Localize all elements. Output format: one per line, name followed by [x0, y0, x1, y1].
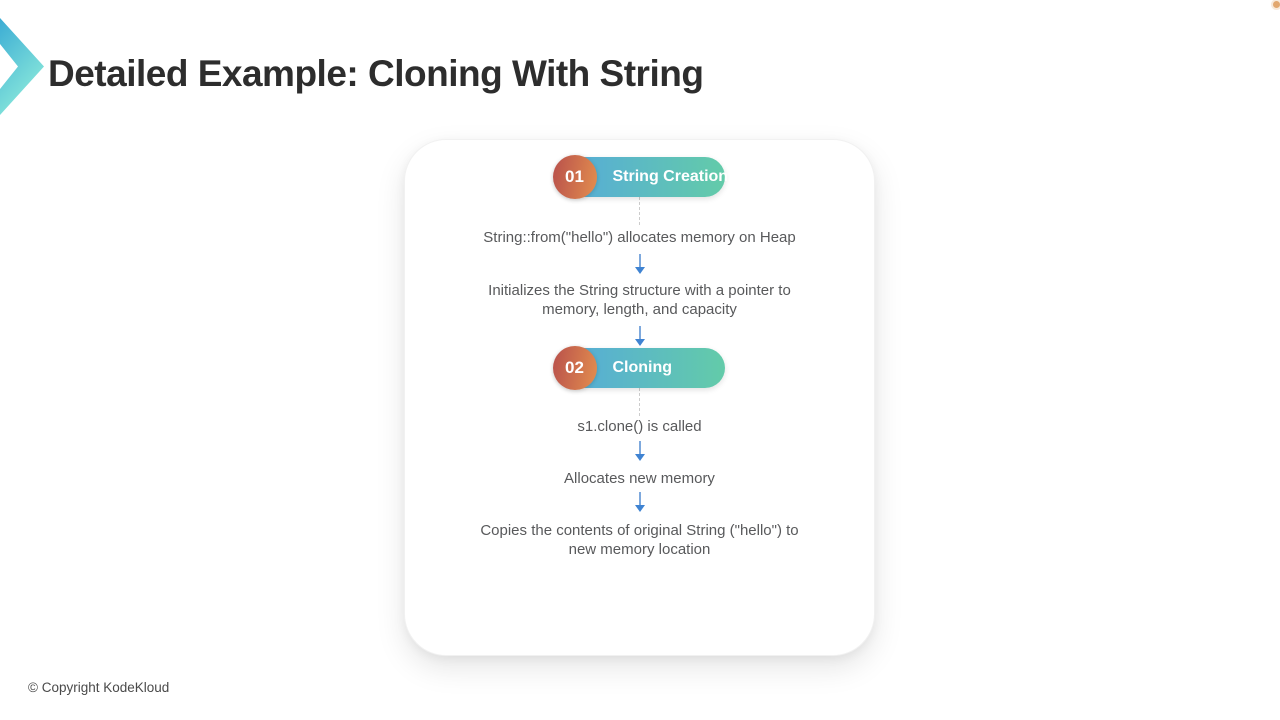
step-pill-string-creation: 01 String Creation [552, 155, 728, 199]
arrow-head [634, 339, 645, 346]
step-number-badge: 01 [552, 155, 597, 199]
step-number-badge: 02 [552, 346, 597, 390]
corner-dot [1273, 1, 1280, 8]
step-label: Cloning [612, 359, 673, 376]
arrow-head [634, 267, 645, 274]
chevron-decoration-icon [0, 18, 44, 115]
copyright-footer: © Copyright KodeKloud [28, 680, 170, 695]
arrow-down-icon [634, 254, 645, 274]
arrow-line [638, 326, 641, 340]
flow-text: Allocates new memory [564, 470, 715, 487]
arrow-line [638, 441, 641, 455]
flow-card: 01 String Creation String::from("hello")… [404, 139, 875, 656]
arrow-down-icon [634, 492, 645, 512]
arrow-line [638, 492, 641, 506]
flow-text: Initializes the String structure with a … [488, 282, 791, 318]
dashed-connector [639, 388, 640, 416]
arrow-down-icon [634, 441, 645, 461]
flow-text: Copies the contents of original String (… [480, 522, 799, 558]
step-pill-cloning: 02 Cloning [552, 346, 725, 390]
dashed-connector [639, 197, 640, 225]
step-label: String Creation [612, 168, 729, 185]
arrow-head [634, 505, 645, 512]
arrow-down-icon [634, 326, 645, 346]
page-title: Detailed Example: Cloning With String [48, 53, 704, 94]
flow-text: String::from("hello") allocates memory o… [483, 229, 796, 246]
arrow-line [638, 254, 641, 268]
arrow-head [634, 454, 645, 461]
flow-text: s1.clone() is called [577, 418, 702, 435]
